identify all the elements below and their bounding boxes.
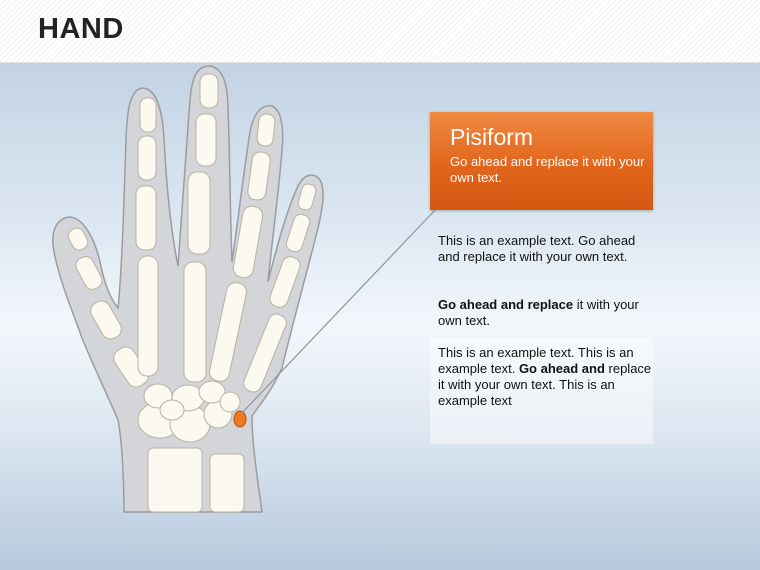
callout-title: Pisiform: [450, 124, 534, 150]
body-paragraph-3-a: This is an example text. This is an exam…: [438, 345, 634, 376]
pisiform-highlight: [233, 410, 247, 428]
leader-line: [240, 207, 438, 415]
body-paragraph-3-bold: Go ahead and: [518, 361, 605, 376]
index-finger-bones: [135, 97, 159, 377]
text-panel-background: [430, 338, 653, 444]
radius-bone: [147, 447, 203, 513]
callout-box: Pisiform Go ahead and replace it with yo…: [430, 112, 653, 210]
body-paragraph-2-bold: Go ahead and replace: [438, 297, 574, 312]
page-title: HAND: [38, 13, 124, 45]
body-paragraph-3-b: replace it with your own text. This is a…: [438, 361, 652, 408]
body-paragraph-2: Go ahead and replace it with your own te…: [438, 297, 653, 329]
little-finger-bones: [243, 183, 317, 393]
title-bar: HAND: [0, 0, 760, 63]
carpal-bones: [137, 380, 241, 443]
callout-subtitle: Go ahead and replace it with your own te…: [450, 154, 645, 185]
middle-finger-bones: [183, 73, 219, 383]
body-paragraph-3: This is an example text. This is an exam…: [438, 345, 653, 409]
body-paragraph-1: This is an example text. Go ahead and re…: [438, 233, 636, 264]
body-paragraph-2-rest: it with your own text.: [438, 297, 639, 328]
ulna-bone: [209, 453, 245, 513]
ring-finger-bones: [208, 113, 276, 382]
